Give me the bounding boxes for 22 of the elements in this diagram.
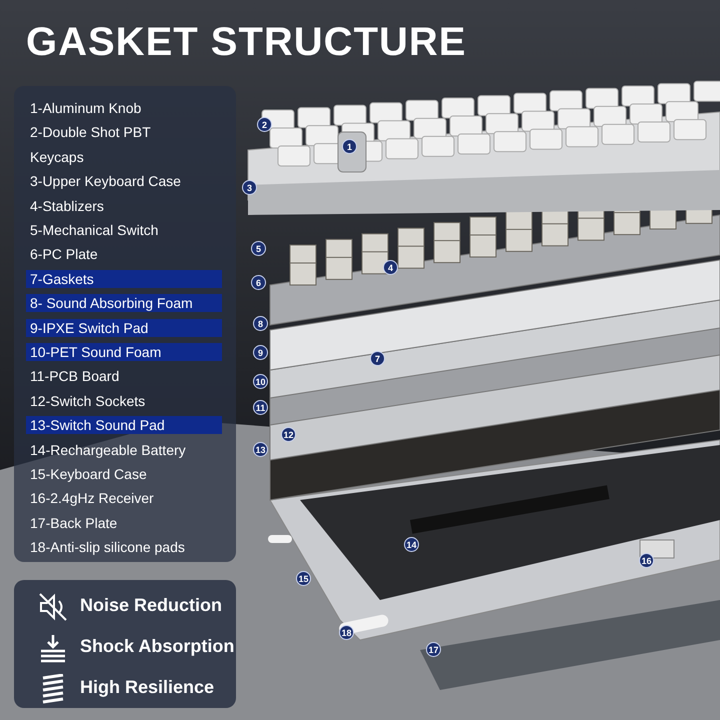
highlighted-part-label: 8- Sound Absorbing Foam	[26, 294, 222, 312]
highlighted-part-label: 13-Switch Sound Pad	[26, 416, 222, 434]
part-label: 12-Switch Sockets	[29, 392, 146, 410]
part-label: 6-PC Plate	[29, 245, 99, 264]
feature-label: High Resilience	[80, 677, 214, 698]
title: GASKET STRUCTURE	[26, 20, 466, 65]
part-label: 4-Stablizers	[29, 196, 105, 215]
feature-label: Noise Reduction	[80, 595, 222, 616]
part-label: 11-PCB Board	[29, 367, 120, 386]
part-label: 15-Keyboard Case	[29, 465, 148, 483]
feature-label: Shock Absorption	[80, 636, 234, 657]
part-label: 2-Double Shot PBT Keycaps	[29, 123, 152, 167]
part-label: 16-2.4gHz Receiver	[29, 489, 155, 508]
highlighted-part-label: 7-Gaskets	[26, 270, 222, 288]
part-label: 18-Anti-slip silicone pads	[29, 538, 186, 556]
highlighted-part-label: 9-IPXE Switch Pad	[26, 318, 222, 337]
part-label: 3-Upper Keyboard Case	[29, 172, 182, 190]
part-label: 5-Mechanical Switch	[29, 221, 160, 239]
part-label: 1-Aluminum Knob	[29, 99, 142, 117]
part-label: 14-Rechargeable Battery	[29, 440, 187, 459]
highlighted-part-label: 10-PET Sound Foam	[26, 343, 222, 361]
part-label: 17-Back Plate	[29, 514, 118, 532]
